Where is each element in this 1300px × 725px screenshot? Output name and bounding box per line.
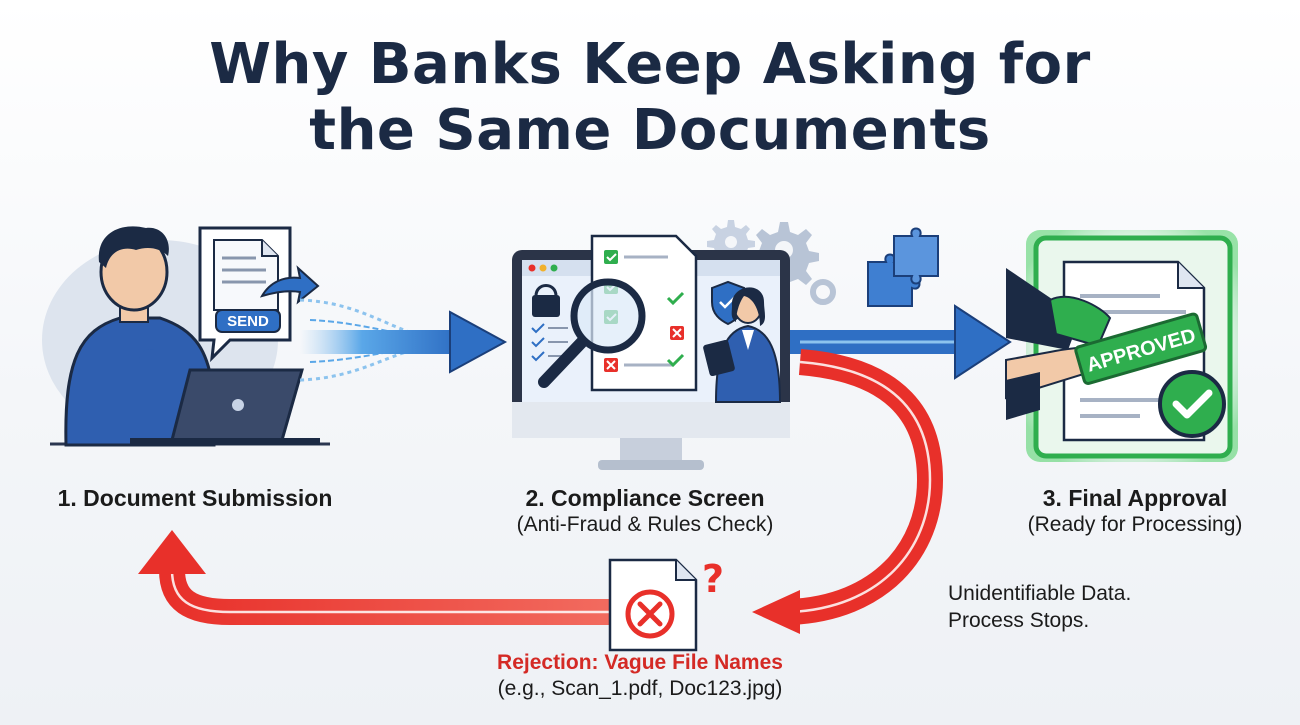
compliance-illustration bbox=[512, 220, 836, 470]
send-button-label: SEND bbox=[227, 313, 269, 330]
rejection-title: Rejection: Vague File Names bbox=[497, 651, 783, 674]
stage-submission-title: 1. Document Submission bbox=[57, 485, 333, 511]
check-badge-icon bbox=[1158, 370, 1226, 438]
rejection-arrow bbox=[138, 349, 944, 634]
puzzle-icon bbox=[867, 227, 939, 307]
page-title: Why Banks Keep Asking for the Same Docum… bbox=[0, 32, 1300, 164]
stage-approval-label: 3. Final Approval (Ready for Processing) bbox=[1000, 484, 1270, 538]
question-mark-icon: ? bbox=[702, 557, 724, 601]
lock-icon bbox=[532, 284, 560, 317]
rejection-examples: (e.g., Scan_1.pdf, Doc123.jpg) bbox=[497, 677, 783, 700]
rejection-label: Rejection: Vague File Names (e.g., Scan_… bbox=[430, 650, 850, 702]
submission-illustration bbox=[42, 226, 330, 447]
stage-approval-title: 3. Final Approval bbox=[1042, 485, 1228, 511]
process-stop-line-2: Process Stops. bbox=[948, 609, 1090, 632]
stage-submission-label: 1. Document Submission bbox=[25, 484, 365, 512]
magnifier-icon bbox=[538, 278, 646, 388]
title-line-1: Why Banks Keep Asking for bbox=[209, 32, 1091, 97]
stage-approval-subtitle: (Ready for Processing) bbox=[1027, 513, 1243, 536]
flow-arrow-submission-to-screen bbox=[299, 298, 508, 382]
stage-compliance-label: 2. Compliance Screen (Anti-Fraud & Rules… bbox=[475, 484, 815, 538]
flow-arrow-screen-to-approval bbox=[790, 304, 1012, 380]
stage-compliance-subtitle: (Anti-Fraud & Rules Check) bbox=[516, 513, 774, 536]
laptop bbox=[130, 368, 320, 445]
process-stop-line-1: Unidentifiable Data. bbox=[948, 582, 1132, 605]
process-stop-note: Unidentifiable Data. Process Stops. bbox=[948, 580, 1131, 634]
rejected-document: ? bbox=[608, 557, 724, 652]
title-line-2: the Same Documents bbox=[309, 98, 991, 163]
send-button[interactable]: SEND bbox=[215, 309, 281, 333]
analyst-figure bbox=[703, 287, 782, 403]
send-arrow-icon bbox=[259, 265, 320, 305]
stage-compliance-title: 2. Compliance Screen bbox=[525, 485, 765, 511]
